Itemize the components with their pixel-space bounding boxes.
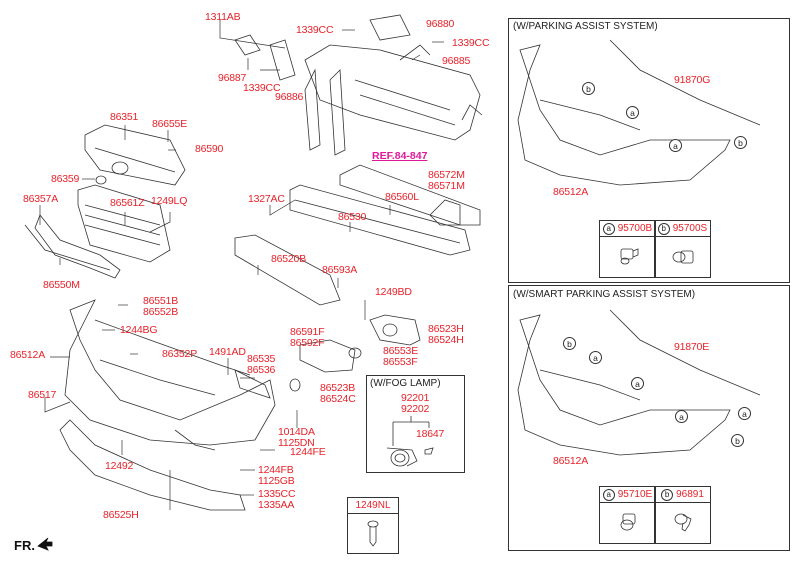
part-label-86590: 86590 xyxy=(195,143,224,155)
part-label-96887: 96887 xyxy=(218,72,247,84)
parking-bumper-drawing xyxy=(517,39,761,186)
sensor-key-b: b xyxy=(661,488,674,501)
part-label-91870G: 91870G xyxy=(674,74,711,86)
part-label-95710E: 95710E xyxy=(617,489,653,500)
part-label-1249BD: 1249BD xyxy=(375,286,412,298)
part-label-1244FE: 1244FE xyxy=(290,446,326,458)
part-label-86512A: 86512A xyxy=(553,455,589,467)
part-label-86517: 86517 xyxy=(28,389,57,401)
part-label-86352P: 86352P xyxy=(162,348,198,360)
part-label-1327AC: 1327AC xyxy=(248,193,285,205)
part-label-1249NL: 1249NL xyxy=(348,498,398,514)
part-label-86512A: 86512A xyxy=(10,349,46,361)
fog-lamp-drawing xyxy=(386,416,434,467)
part-label-1311AB: 1311AB xyxy=(205,11,241,23)
bumper-beam-drawing xyxy=(234,164,481,306)
parking-assist-title: (W/PARKING ASSIST SYSTEM) xyxy=(513,21,658,32)
part-label-86512A: 86512A xyxy=(553,186,589,198)
part-label-1339CC: 1339CC xyxy=(243,82,281,94)
part-label-96891: 96891 xyxy=(676,489,704,500)
part-label-96880: 96880 xyxy=(426,18,455,30)
fog-bezel-drawing xyxy=(234,314,421,399)
part-label-96886: 96886 xyxy=(275,91,304,103)
callout-a: a xyxy=(738,407,751,420)
part-label-86593A: 86593A xyxy=(322,264,358,276)
callout-b: b xyxy=(734,136,747,149)
part-label-86357A: 86357A xyxy=(23,193,59,205)
smart-parking-bumper-drawing xyxy=(517,309,761,456)
part-label-95700S: 95700S xyxy=(672,223,708,234)
parking-sensor-icon xyxy=(672,250,694,264)
grille-drawing xyxy=(24,124,186,279)
carrier-frame-drawing xyxy=(234,14,483,156)
screw-box: 1249NL xyxy=(347,497,399,554)
parking-assist-panel: (W/PARKING ASSIST SYSTEM) 91870G 86512A … xyxy=(508,18,790,283)
sensor-key-b: b xyxy=(657,222,670,235)
part-label-91870E: 91870E xyxy=(674,341,710,353)
sensor-key-a: a xyxy=(602,222,615,235)
smart-parking-assist-title: (W/SMART PARKING ASSIST SYSTEM) xyxy=(513,289,696,300)
parking-sensor-icon xyxy=(674,513,692,532)
smart-parking-assist-panel: (W/SMART PARKING ASSIST SYSTEM) 91870E 8… xyxy=(508,285,790,551)
part-label-86561Z: 86561Z xyxy=(110,197,145,209)
callout-a: a xyxy=(589,351,602,364)
front-arrow-icon xyxy=(37,537,53,551)
screw-icon xyxy=(367,520,379,547)
callout-b: b xyxy=(582,82,595,95)
callout-a: a xyxy=(669,139,682,152)
part-label-86359: 86359 xyxy=(51,173,80,185)
callout-a: a xyxy=(675,410,688,423)
part-label-1244BG: 1244BG xyxy=(120,324,158,336)
leader-lines xyxy=(39,20,444,510)
part-label-86525H: 86525H xyxy=(103,509,139,521)
parking-sensor-icon xyxy=(620,513,636,531)
part-label-86550M: 86550M xyxy=(43,279,80,291)
part-label-12492: 12492 xyxy=(105,460,134,472)
callout-b: b xyxy=(563,337,576,350)
part-label-86530: 86530 xyxy=(338,211,367,223)
sensor-key-a: a xyxy=(602,488,615,501)
part-label-1491AD: 1491AD xyxy=(209,346,246,358)
parking-sensor-icon xyxy=(620,248,639,265)
callout-a: a xyxy=(631,377,644,390)
part-label-86560L: 86560L xyxy=(385,191,419,203)
callout-a: a xyxy=(626,106,639,119)
part-label-1339CC: 1339CC xyxy=(452,37,490,49)
part-label-95700B: 95700B xyxy=(617,223,653,234)
front-indicator: FR. xyxy=(14,538,35,553)
part-label-86655E: 86655E xyxy=(152,118,188,130)
part-label-86351: 86351 xyxy=(110,111,139,123)
part-label-18647: 18647 xyxy=(416,428,445,440)
reference-link[interactable]: REF.84-847 xyxy=(372,150,428,162)
front-bumper-drawing xyxy=(59,299,276,511)
part-label-1339CC: 1339CC xyxy=(296,24,334,36)
part-label-1249LQ: 1249LQ xyxy=(151,195,188,207)
fog-lamp-box-title: (W/FOG LAMP) xyxy=(370,378,441,389)
callout-b: b xyxy=(731,434,744,447)
part-label-96885: 96885 xyxy=(442,55,471,67)
part-label-86520B: 86520B xyxy=(271,253,307,265)
